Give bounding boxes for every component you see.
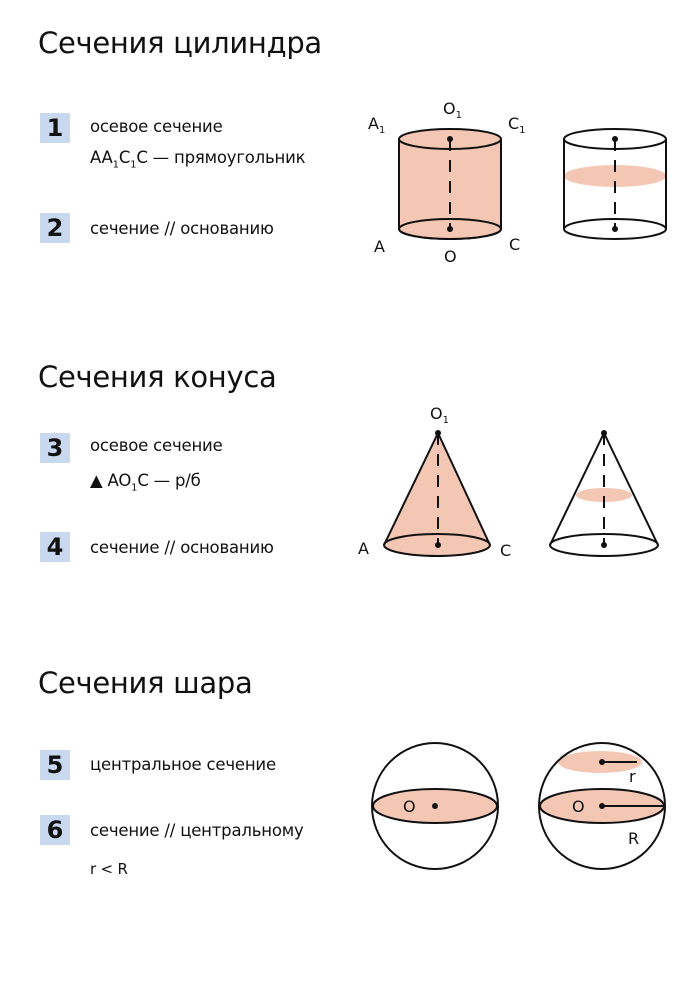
item-4-text: сечение // основанию [90,538,274,557]
item-number-3: 3 [40,433,70,463]
parallel-section-fill [564,165,666,187]
sphere-label-o-left: O [403,797,416,816]
cylinder-axial-figure: A1 O1 C1 A O C [368,99,526,266]
label-a: A [374,237,385,256]
sphere-central-figure: O [371,742,499,870]
sphere-parallel-figure: O r R [538,742,666,870]
item-1-line-2: AA1C1C — прямоугольник [90,148,306,171]
item-3-line-2-pre: AO [107,471,132,490]
item-number-4: 4 [40,532,70,562]
cylinder-parallel-figure [563,128,667,240]
item-1-sub-c: 1 [130,159,137,171]
item-1-line-2-pre: AA [90,148,113,167]
item-1-sub-a: 1 [112,159,119,171]
triangle-symbol: ▲ [90,471,103,490]
item-6-extra: r < R [90,860,128,878]
item-2-text: сечение // основанию [90,219,274,238]
item-1-line-2-mid: C [118,148,131,167]
item-6-text: сечение // центральному [90,821,304,840]
label-c: C [509,235,520,254]
item-number-5: 5 [40,750,70,780]
label-big-r: R [628,829,639,848]
cone-heading: Сечения конуса [38,360,277,394]
sphere-figures: O O r R [371,742,666,870]
cone-parallel-section-fill [576,488,632,502]
cone-figures: O1 A C [358,404,659,560]
label-small-r: r [629,767,636,786]
cone-label-o1: O1 [430,404,449,426]
item-number-2: 2 [40,213,70,243]
cone-label-a: A [358,539,369,558]
item-3-line-1: осевое сечение [90,436,223,455]
cone-axial-figure: O1 A C [358,404,511,560]
label-c1: C1 [508,114,526,136]
sphere-heading: Сечения шара [38,666,253,700]
item-1-line-2-post: C — прямоугольник [136,148,306,167]
label-a1: A1 [368,114,385,136]
cone-parallel-figure [549,430,659,557]
item-3-line-2-post: C — р/б [137,471,201,490]
label-o1: O1 [443,99,462,121]
item-3-line-2: ▲ AO1C — р/б [90,471,201,493]
cone-label-c: C [500,541,511,560]
item-5-text: центральное сечение [90,755,276,774]
sphere-label-o-right: O [572,797,585,816]
item-number-1: 1 [40,113,70,143]
item-number-6: 6 [40,815,70,845]
label-o: O [444,247,457,266]
item-1-line-1: осевое сечение [90,117,223,136]
cylinder-figures: A1 O1 C1 A O C [368,99,667,266]
cylinder-heading: Сечения цилиндра [38,26,322,60]
item-3-sub: 1 [131,482,138,494]
sphere-outline-left [371,742,499,870]
